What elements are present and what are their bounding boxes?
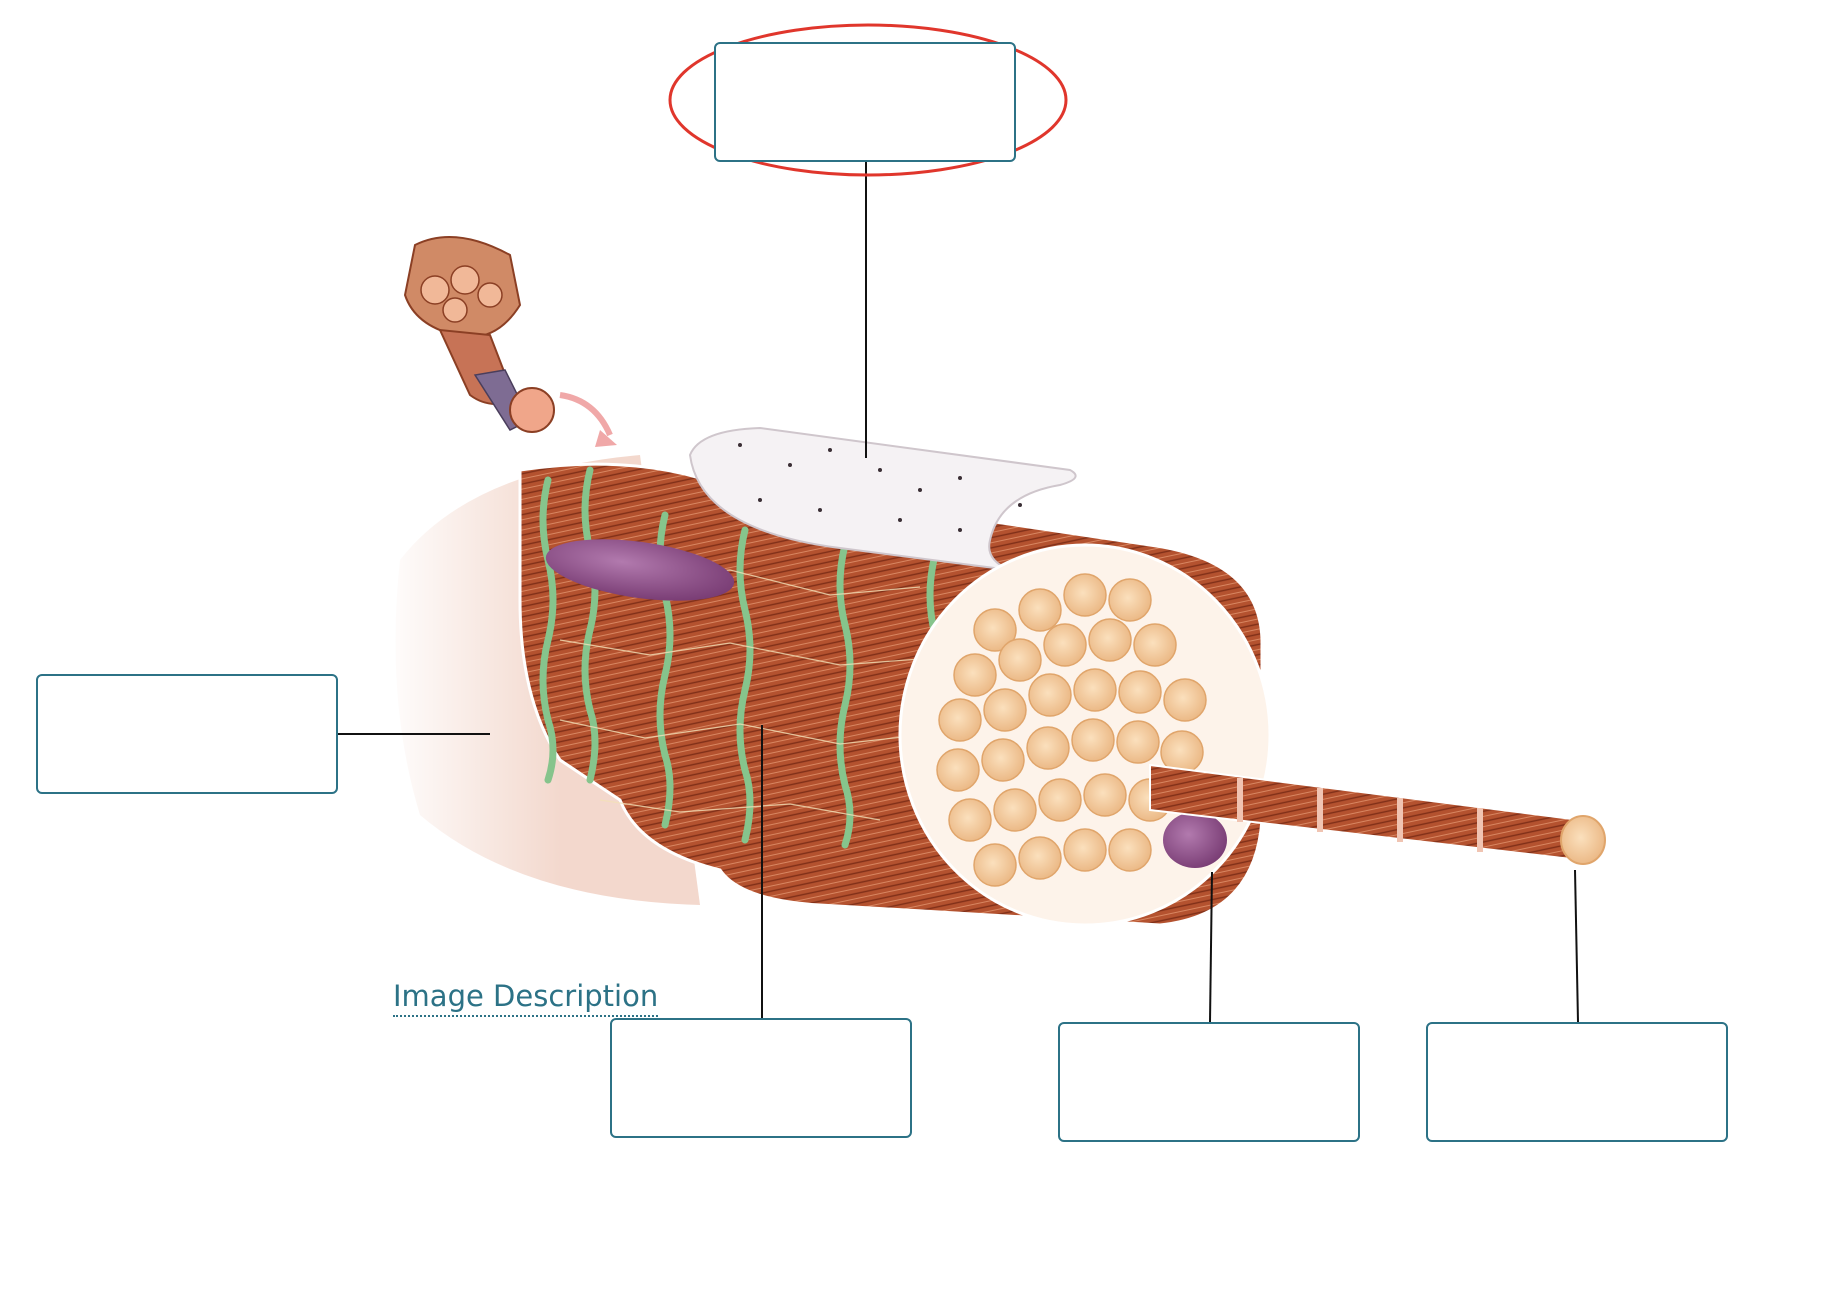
label-box-top[interactable] bbox=[714, 42, 1016, 162]
leader-line-bottom-right-2 bbox=[1574, 869, 1579, 1023]
image-description-link[interactable]: Image Description bbox=[393, 979, 659, 1017]
sarcolemma-peel bbox=[688, 426, 1077, 571]
label-box-left[interactable] bbox=[36, 674, 338, 794]
nucleus-cut-face bbox=[1163, 812, 1227, 868]
leader-lines bbox=[338, 162, 1579, 1023]
label-box-bottom-right-1[interactable] bbox=[1058, 1022, 1360, 1142]
muscle-inset-icon bbox=[403, 236, 617, 447]
leader-line-bottom-right-1 bbox=[1209, 871, 1213, 1023]
myofibril-end bbox=[1560, 815, 1606, 865]
label-box-bottom-right-2[interactable] bbox=[1426, 1022, 1728, 1142]
label-box-bottom-middle[interactable] bbox=[610, 1018, 912, 1138]
myofibril-bands bbox=[1237, 778, 1483, 852]
sarcolemma-pores bbox=[738, 443, 1022, 532]
nucleus-top bbox=[545, 539, 735, 601]
highlight-ellipse bbox=[668, 23, 1068, 177]
